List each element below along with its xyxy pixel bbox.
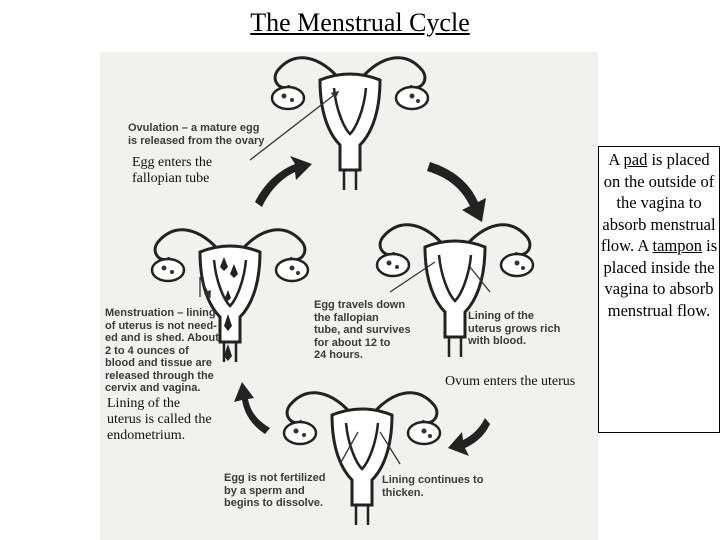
note-text-3: is placed inside the vagina to absorb me…	[603, 236, 718, 320]
pad-tampon-note: A pad is placed on the outside of the va…	[598, 146, 720, 433]
note-text-2: is placed on the outside of the vagina t…	[600, 150, 716, 255]
menstrual-cycle-diagram: Ovulation – a mature egg is released fro…	[100, 52, 598, 540]
menstrual-flow-drops	[220, 257, 238, 361]
ovum-enters-uterus-label: Ovum enters the uterus	[445, 374, 576, 389]
page-title: The Menstrual Cycle	[250, 8, 470, 37]
egg-not-fertilized-label: Egg is not fertilized by a sperm and beg…	[224, 472, 326, 509]
note-text-1: A	[608, 150, 624, 169]
pad-term: pad	[623, 150, 648, 169]
cycle-arrows	[234, 156, 490, 456]
endometrium-label: Lining of the uterus is called the endom…	[107, 396, 212, 443]
ovulation-label: Ovulation – a mature egg is released fro…	[128, 122, 265, 147]
diagram-artwork	[150, 56, 535, 527]
egg-enters-tube-label: Egg enters the fallopian tube	[132, 155, 213, 186]
lining-continues-label: Lining continues to thicken.	[382, 474, 484, 499]
menstruation-label: Menstruation – lining of uterus is not n…	[105, 307, 219, 394]
egg-travels-label: Egg travels down the fallopian tube, and…	[314, 299, 411, 361]
lining-grows-label: Lining of the uterus grows rich with blo…	[468, 310, 561, 347]
tampon-term: tampon	[652, 236, 703, 255]
